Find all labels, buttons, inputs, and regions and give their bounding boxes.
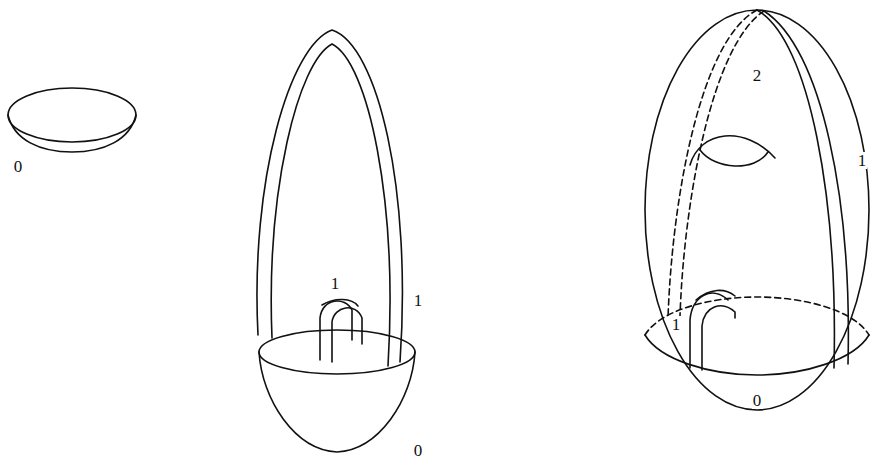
handle-index: 1 (857, 152, 868, 169)
disc-with-handles (257, 30, 415, 452)
zero-handle (8, 88, 136, 152)
closed-surface (645, 10, 869, 410)
handle-index: 0 (13, 158, 24, 175)
handle-index: 1 (330, 275, 341, 292)
handle-index: 0 (752, 392, 763, 409)
handle-index: 1 (413, 292, 424, 309)
handle-index: 1 (671, 316, 682, 333)
handle-index: 2 (752, 67, 763, 84)
handle-index: 0 (413, 442, 424, 459)
